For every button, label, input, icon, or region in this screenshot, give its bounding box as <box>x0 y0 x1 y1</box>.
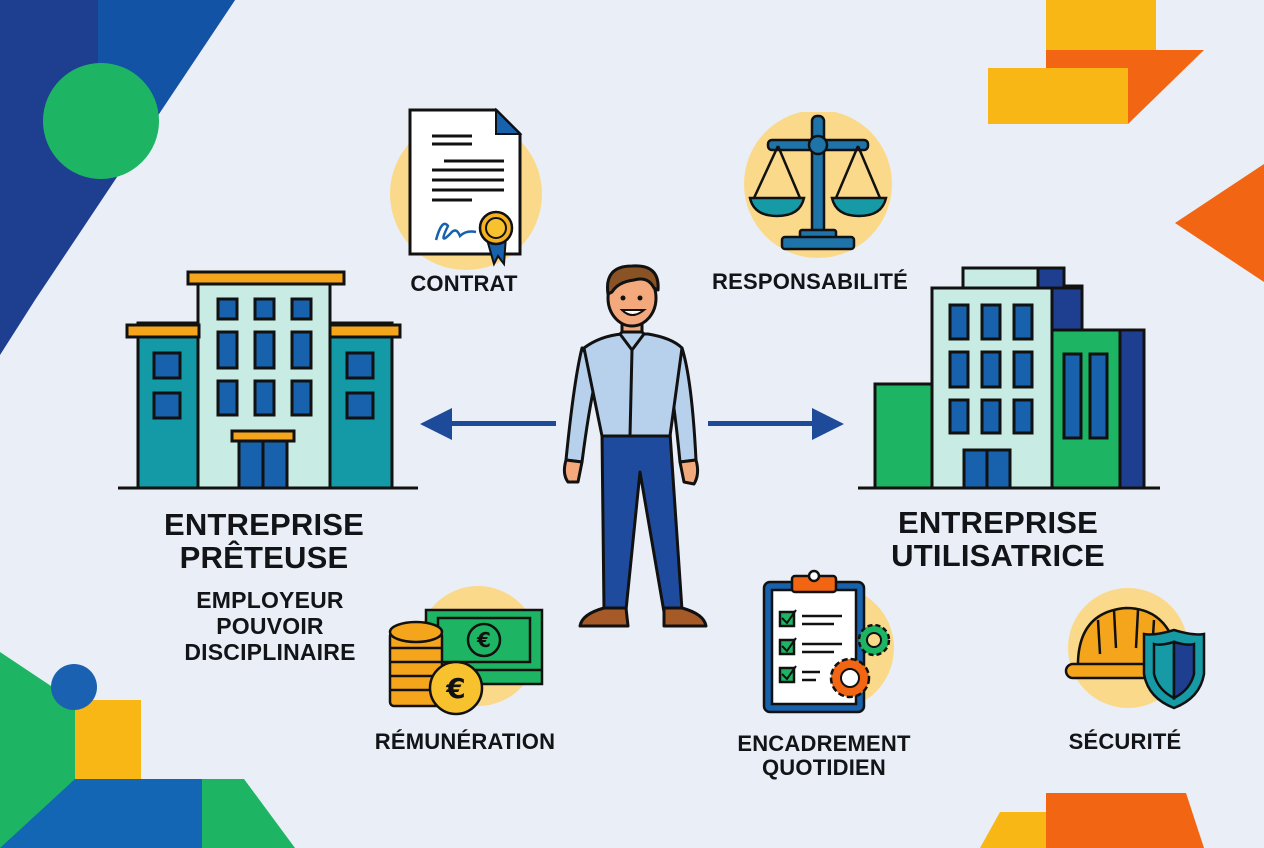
attribute-disciplinaire: DISCIPLINAIRE <box>184 638 356 665</box>
blue-dot-shape <box>51 664 97 710</box>
concept-label-encadrement: ENCADREMENT QUOTIDIEN <box>714 732 934 780</box>
hard-hat-shield-icon <box>1064 588 1206 710</box>
yellow-strip-shape <box>980 812 1046 848</box>
concept-label-responsabilite: RESPONSABILITÉ <box>712 269 908 294</box>
left-entity-title-line1: ENTREPRISE <box>163 507 365 542</box>
clipboard-checklist-gears-icon <box>762 569 894 714</box>
orange-triangle-shape <box>1175 164 1264 282</box>
svg-text:€: € <box>476 628 491 652</box>
right-entity-title: ENTREPRISE UTILISATRICE <box>862 506 1134 573</box>
arrow-right-icon <box>708 408 844 440</box>
concept-label-securite: SÉCURITÉ <box>1068 729 1182 754</box>
concept-label-contrat: CONTRAT <box>410 271 518 296</box>
encadrement-line1: ENCADREMENT <box>737 731 911 756</box>
green-circle-shape <box>43 63 159 179</box>
attribute-pouvoir: POUVOIR <box>216 612 324 639</box>
left-building-icon <box>118 270 418 490</box>
attribute-employeur: EMPLOYEUR <box>196 587 344 613</box>
yellow-block-shape-2 <box>988 68 1128 124</box>
contract-document-icon <box>390 107 542 270</box>
right-entity-title-line2: UTILISATRICE <box>891 538 1105 574</box>
blue-trapezoid-shape <box>0 779 202 848</box>
yellow-square-shape <box>75 700 141 780</box>
arrow-left-icon <box>420 408 556 440</box>
orange-block-shape <box>1046 793 1204 848</box>
concept-label-remuneration: RÉMUNÉRATION <box>374 729 556 754</box>
person-icon <box>562 264 708 628</box>
concept-contract <box>388 106 544 276</box>
left-entity-title: ENTREPRISE PRÊTEUSE <box>130 508 398 575</box>
svg-text:€: € <box>445 672 465 705</box>
green-trapezoid-shape <box>202 779 295 848</box>
right-building-icon <box>858 266 1160 490</box>
left-entity-attributes: EMPLOYEUR POUVOIR DISCIPLINAIRE <box>160 587 380 665</box>
encadrement-line2: QUOTIDIEN <box>761 754 887 780</box>
yellow-block-shape <box>1046 0 1156 50</box>
right-entity-title-line1: ENTREPRISE <box>897 505 1099 540</box>
scales-of-justice-icon <box>744 112 892 258</box>
euro-money-icon: € € <box>388 586 544 716</box>
left-entity-title-line2: PRÊTEUSE <box>179 540 349 576</box>
